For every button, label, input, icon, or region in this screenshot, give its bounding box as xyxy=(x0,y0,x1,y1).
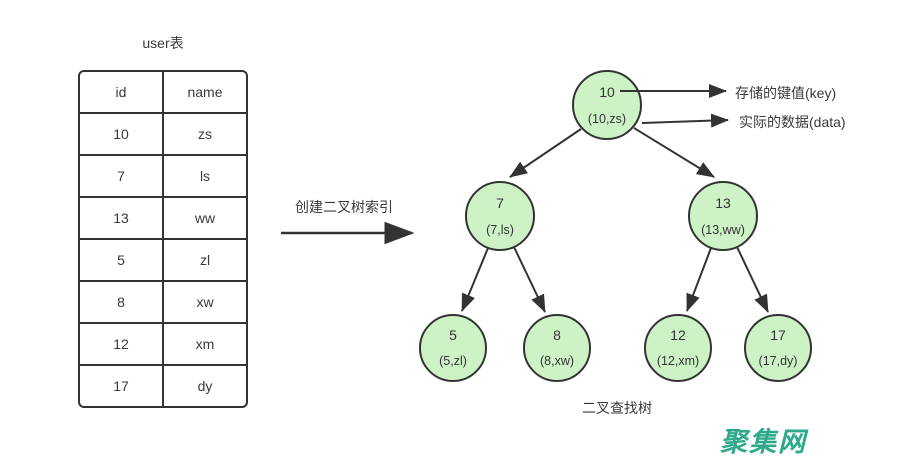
table-row: 13 ww xyxy=(80,196,246,238)
table-row: 8 xw xyxy=(80,280,246,322)
table-cell-name: ls xyxy=(199,168,211,184)
table-header-id: id xyxy=(80,72,164,112)
node-key: 10 xyxy=(599,83,615,100)
node-data: (13,ww) xyxy=(701,222,745,237)
annotation-key-label: 存储的键值(key) xyxy=(735,85,837,101)
table-row: 12 xm xyxy=(80,322,246,364)
edge-13-12 xyxy=(686,247,712,312)
table-cell-id: 8 xyxy=(80,282,164,322)
edge-7-5 xyxy=(461,247,489,312)
user-table-title: user表 xyxy=(142,35,184,51)
table-header-row: id name xyxy=(80,72,246,112)
table-cell-name: ww xyxy=(194,210,216,226)
node-key: 8 xyxy=(553,327,561,343)
table-cell-id: 12 xyxy=(80,324,164,364)
table-cell-id: 7 xyxy=(80,156,164,196)
node-key: 17 xyxy=(770,327,786,343)
node-key: 7 xyxy=(496,194,504,211)
tree-node-7: 7 (7,ls) xyxy=(465,181,535,251)
table-cell-name: xm xyxy=(195,336,215,352)
user-table: id name 10 zs 7 ls 13 ww 5 zl 8 xw 12 xm… xyxy=(78,70,248,408)
edge-7-8 xyxy=(513,246,546,313)
table-row: 5 zl xyxy=(80,238,246,280)
table-cell-name: zl xyxy=(199,252,211,268)
annotation-data-label: 实际的数据(data) xyxy=(739,114,846,130)
node-data: (8,xw) xyxy=(539,354,575,368)
edge-13-17 xyxy=(736,246,769,313)
edge-10-13 xyxy=(633,127,715,178)
tree-node-12: 12 (12,xm) xyxy=(644,314,712,382)
table-cell-id: 13 xyxy=(80,198,164,238)
tree-node-13: 13 (13,ww) xyxy=(688,181,758,251)
table-header-name: name xyxy=(187,84,223,100)
tree-node-10: 10 (10,zs) xyxy=(572,70,642,140)
tree-caption: 二叉查找树 xyxy=(582,400,652,416)
table-cell-name: xw xyxy=(196,294,214,310)
edge-10-7 xyxy=(509,128,582,178)
node-key: 12 xyxy=(670,327,686,343)
watermark-logo: 聚集网 xyxy=(720,427,807,457)
table-cell-name: zs xyxy=(198,126,212,142)
table-row: 10 zs xyxy=(80,112,246,154)
tree-node-8: 8 (8,xw) xyxy=(523,314,591,382)
node-data: (10,zs) xyxy=(587,111,627,126)
node-data: (12,xm) xyxy=(656,354,700,368)
tree-node-17: 17 (17,dy) xyxy=(744,314,812,382)
annotation-data-arrow xyxy=(641,113,729,128)
node-data: (7,ls) xyxy=(486,222,514,237)
create-index-label: 创建二叉树索引 xyxy=(295,199,393,215)
node-data: (17,dy) xyxy=(758,354,798,368)
tree-node-5: 5 (5,zl) xyxy=(419,314,487,382)
table-cell-id: 17 xyxy=(80,366,164,406)
table-row: 17 dy xyxy=(80,364,246,406)
table-cell-id: 5 xyxy=(80,240,164,280)
node-key: 5 xyxy=(449,327,457,343)
node-key: 13 xyxy=(715,194,731,211)
table-cell-id: 10 xyxy=(80,114,164,154)
table-cell-name: dy xyxy=(197,378,213,394)
table-row: 7 ls xyxy=(80,154,246,196)
node-data: (5,zl) xyxy=(439,354,467,368)
